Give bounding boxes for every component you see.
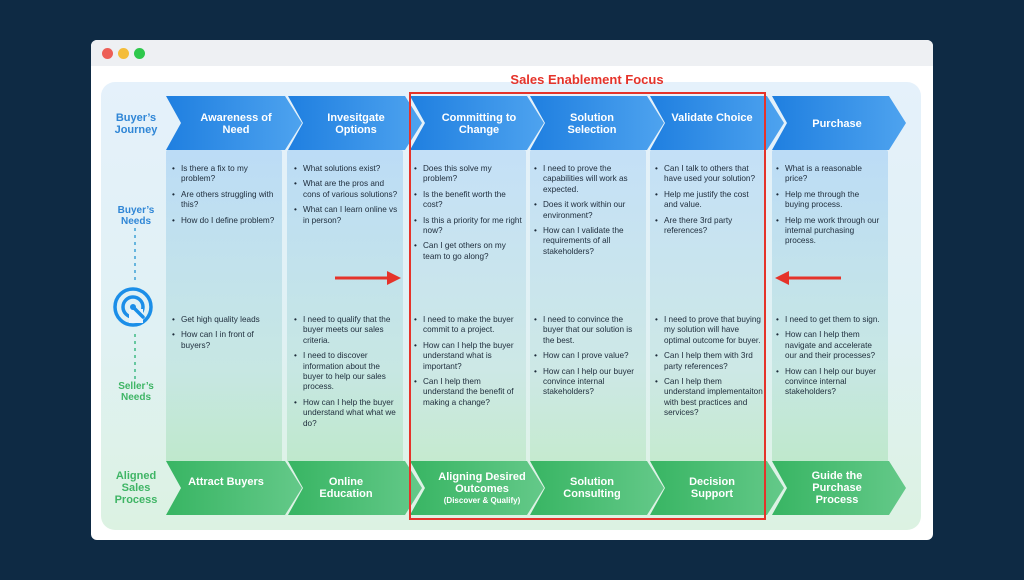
seller-needs-solution: I need to convince the buyer that our so… — [534, 315, 642, 403]
list-item: Does this solve my problem? — [414, 164, 522, 185]
seller-needs-committing: I need to make the buyer commit to a pro… — [414, 315, 522, 413]
list-item: How can I help our buyer convince intern… — [534, 367, 642, 398]
list-item: Is this a priority for me right now? — [414, 216, 522, 237]
stage-header-purchase: Purchase — [812, 118, 862, 130]
list-item: How do I define problem? — [172, 216, 282, 227]
seller-needs-awareness: Get high quality leads How can I in fron… — [172, 315, 282, 356]
list-item: I need to convince the buyer that our so… — [534, 315, 642, 346]
list-item: I need to qualify that the buyer meets o… — [294, 315, 402, 346]
list-item: Can I get others on my team to go along? — [414, 241, 522, 262]
stage-header-investigate: Invesitgate Options — [327, 112, 385, 136]
stage-header-committing: Committing to Change — [441, 112, 517, 136]
list-item: How can I validate the requirements of a… — [534, 226, 642, 257]
process-step-guide-purchase: Guide the Purchase Process — [811, 470, 863, 506]
row-label-buyers-needs: Buyer’s Needs — [117, 205, 155, 227]
list-item: How can I help them navigate and acceler… — [776, 330, 884, 361]
window-titlebar — [91, 40, 933, 66]
seller-needs-validate: I need to prove that buying my solution … — [655, 315, 763, 424]
list-item: Help me work through our internal purcha… — [776, 216, 884, 247]
buyer-needs-validate: Can I talk to others that have used your… — [655, 164, 763, 241]
seller-needs-investigate: I need to qualify that the buyer meets o… — [294, 315, 402, 434]
list-item: Are there 3rd party references? — [655, 216, 763, 237]
row-label-buyers-journey: Buyer’s Journey — [114, 112, 158, 136]
list-item: What is a reasonable price? — [776, 164, 884, 185]
footer-chevrons — [166, 461, 906, 515]
process-step-aligning: Aligning Desired Outcomes (Discover & Qu… — [422, 471, 542, 507]
seller-needs-purchase: I need to get them to sign. How can I he… — [776, 315, 884, 403]
list-item: How can I prove value? — [534, 351, 642, 362]
list-item: Help me through the buying process. — [776, 190, 884, 211]
close-window-button[interactable] — [102, 48, 113, 59]
buyer-needs-investigate: What solutions exist? What are the pros … — [294, 164, 402, 231]
list-item: What solutions exist? — [294, 164, 402, 175]
list-item: I need to discover information about the… — [294, 351, 402, 393]
row-label-aligned-sales-process: Aligned Sales Process — [114, 470, 158, 506]
red-arrow-left-icon — [775, 271, 841, 285]
list-item: How can I help the buyer understand what… — [414, 341, 522, 372]
list-item: Can I talk to others that have used your… — [655, 164, 763, 185]
buyer-needs-purchase: What is a reasonable price? Help me thro… — [776, 164, 884, 252]
list-item: Can I help them with 3rd party reference… — [655, 351, 763, 372]
list-item: I need to prove that buying my solution … — [655, 315, 763, 346]
buyer-needs-committing: Does this solve my problem? Is the benef… — [414, 164, 522, 267]
buyer-needs-awareness: Is there a fix to my problem? Are others… — [172, 164, 282, 231]
list-item: How can I help the buyer understand what… — [294, 398, 402, 429]
sales-enablement-focus-title: Sales Enablement Focus — [510, 72, 664, 87]
list-item: Is there a fix to my problem? — [172, 164, 282, 185]
minimize-window-button[interactable] — [118, 48, 129, 59]
list-item: Get high quality leads — [172, 315, 282, 326]
list-item: Can I help them understand implementaito… — [655, 377, 763, 419]
process-step-aligning-label: Aligning Desired Outcomes — [438, 471, 526, 495]
list-item: Are others struggling with this? — [172, 190, 282, 211]
list-item: Can I help them understand the benefit o… — [414, 377, 522, 408]
process-step-online-education: Online Education — [319, 476, 373, 500]
list-item: I need to get them to sign. — [776, 315, 884, 326]
stage-header-awareness: Awareness of Need — [200, 112, 272, 136]
list-item: Is the benefit worth the cost? — [414, 190, 522, 211]
stage-header-validate: Validate Choice — [671, 112, 753, 124]
process-step-attract: Attract Buyers — [188, 476, 264, 488]
buyer-needs-solution: I need to prove the capabilities will wo… — [534, 164, 642, 262]
header-chevrons — [166, 96, 906, 150]
list-item: What are the pros and cons of various so… — [294, 179, 402, 200]
list-item: Does it work within our environment? — [534, 200, 642, 221]
sales-enablement-focus-box — [409, 92, 766, 520]
process-step-decision-support: Decision Support — [689, 476, 735, 500]
row-label-sellers-needs: Seller’s Needs — [118, 381, 154, 403]
list-item: I need to prove the capabilities will wo… — [534, 164, 642, 195]
maximize-window-button[interactable] — [134, 48, 145, 59]
target-logo-icon — [113, 287, 153, 327]
stage-header-solution: Solution Selection — [567, 112, 617, 136]
process-step-aligning-sub: (Discover & Qualify) — [443, 496, 521, 505]
list-item: What can I learn online vs in person? — [294, 205, 402, 226]
process-step-solution-consulting: Solution Consulting — [563, 476, 621, 500]
list-item: How can I in front of buyers? — [172, 330, 282, 351]
list-item: How can I help our buyer convince intern… — [776, 367, 884, 398]
red-arrow-right-icon — [335, 271, 401, 285]
list-item: Help me justify the cost and value. — [655, 190, 763, 211]
list-item: I need to make the buyer commit to a pro… — [414, 315, 522, 336]
